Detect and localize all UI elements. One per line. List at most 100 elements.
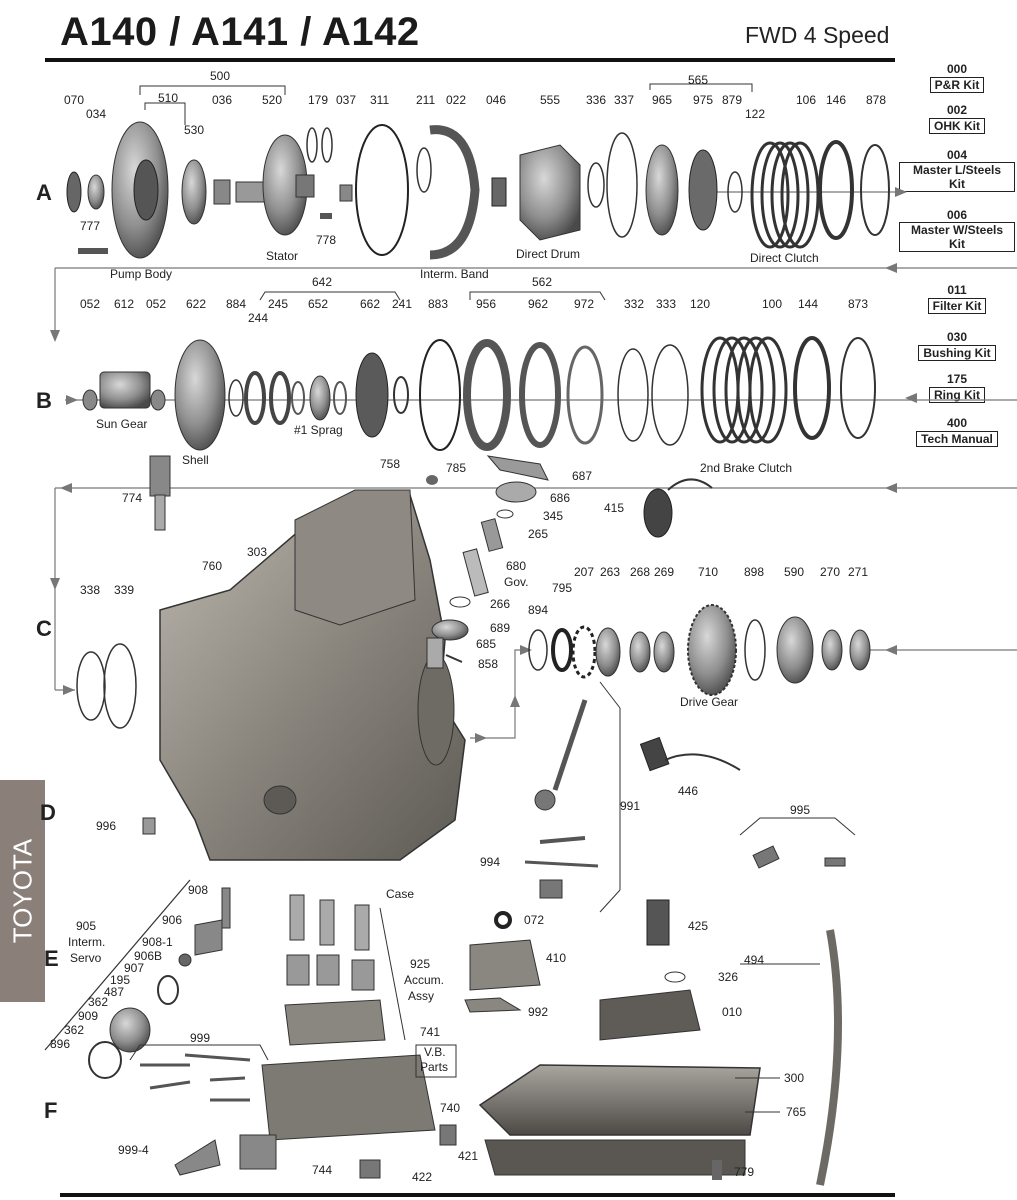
servo-bracket-line bbox=[44, 879, 191, 1051]
part-number: 686 bbox=[550, 491, 570, 505]
kit-master-w-steels[interactable]: 006 Master W/Steels Kit bbox=[898, 208, 1016, 253]
gasket-part bbox=[486, 455, 549, 481]
part-number: 906 bbox=[162, 913, 182, 927]
part-label: V.B. bbox=[424, 1045, 446, 1059]
arrow-left-icon bbox=[885, 645, 897, 655]
o-ring-part bbox=[103, 643, 137, 729]
part-number: 510 bbox=[158, 91, 178, 105]
part-number: 415 bbox=[604, 501, 624, 515]
case-port bbox=[263, 785, 297, 815]
part-name-labels: Pump Body Stator Interm. Band Direct Dru… bbox=[68, 247, 819, 1074]
servo-cover-part bbox=[88, 1041, 122, 1079]
seal-part bbox=[66, 171, 82, 213]
part-number: 144 bbox=[798, 297, 818, 311]
planetary-part bbox=[645, 144, 679, 236]
part-number: 122 bbox=[745, 107, 765, 121]
part-number: 263 bbox=[600, 565, 620, 579]
part-number: 689 bbox=[490, 621, 510, 635]
part-number: 037 bbox=[336, 93, 356, 107]
kit-ring[interactable]: 175 Ring Kit bbox=[898, 372, 1016, 404]
kit-tech-manual[interactable]: 400 Tech Manual bbox=[898, 416, 1016, 448]
ring-part bbox=[157, 975, 179, 1005]
part-number: 268 bbox=[630, 565, 650, 579]
part-label: Servo bbox=[70, 951, 102, 965]
part-number: 487 bbox=[104, 985, 124, 999]
kit-code: 011 bbox=[947, 283, 967, 297]
ring-part bbox=[818, 140, 854, 240]
kit-name: Ring Kit bbox=[929, 387, 985, 403]
linkage-part bbox=[539, 836, 586, 844]
oil-pan-base bbox=[484, 1139, 746, 1176]
part-number: 052 bbox=[146, 297, 166, 311]
part-number: 992 bbox=[528, 1005, 548, 1019]
pump-body-hub bbox=[133, 159, 159, 221]
part-number: 999-4 bbox=[118, 1143, 149, 1157]
kit-name: Bushing Kit bbox=[918, 345, 996, 361]
kit-ohk[interactable]: 002 OHK Kit bbox=[898, 103, 1016, 135]
part-number: 266 bbox=[490, 597, 510, 611]
seal-part bbox=[494, 911, 512, 929]
bushing-part bbox=[491, 177, 507, 207]
ring-part bbox=[393, 376, 409, 414]
part-number: 332 bbox=[624, 297, 644, 311]
snap-ring-part bbox=[419, 339, 461, 451]
arrow-right-icon bbox=[520, 645, 532, 655]
part-number: 245 bbox=[268, 297, 288, 311]
part-number-labels: 070 034 500 510 530 036 520 179 037 311 … bbox=[50, 69, 886, 1184]
part-number: 741 bbox=[420, 1025, 440, 1039]
part-number: 956 bbox=[476, 297, 496, 311]
kit-pr[interactable]: 000 P&R Kit bbox=[898, 62, 1016, 94]
part-number: 195 bbox=[110, 973, 130, 987]
kit-master-l-steels[interactable]: 004 Master L/Steels Kit bbox=[898, 148, 1016, 193]
kit-code: 030 bbox=[946, 330, 968, 344]
part-number: 333 bbox=[656, 297, 676, 311]
kit-bushing[interactable]: 030 Bushing Kit bbox=[898, 330, 1016, 362]
row-b-parts bbox=[82, 336, 876, 451]
bushing-part bbox=[82, 389, 98, 411]
part-number: 052 bbox=[80, 297, 100, 311]
kit-name: Tech Manual bbox=[916, 431, 998, 447]
row-letter: D bbox=[40, 800, 56, 825]
part-number: 565 bbox=[688, 73, 708, 87]
part-number: 271 bbox=[848, 565, 868, 579]
bearing-part bbox=[595, 627, 621, 677]
pump-gear-part bbox=[181, 159, 207, 225]
sensor-part bbox=[149, 455, 171, 497]
part-number: 894 bbox=[528, 603, 548, 617]
part-number: 994 bbox=[480, 855, 500, 869]
part-number: 362 bbox=[64, 1023, 84, 1037]
bearing-part bbox=[849, 629, 871, 671]
part-number: 785 bbox=[446, 461, 466, 475]
part-number: 907 bbox=[124, 961, 144, 975]
part-number: 179 bbox=[308, 93, 328, 107]
solenoid-part bbox=[646, 899, 670, 946]
2nd-brake-clutch-pack bbox=[700, 336, 788, 444]
arrow-up-icon bbox=[510, 695, 520, 707]
ring-part bbox=[228, 379, 244, 417]
part-label: Interm. Band bbox=[420, 267, 489, 281]
ring-part bbox=[664, 971, 686, 983]
part-number: 758 bbox=[380, 457, 400, 471]
arrow-down-icon bbox=[50, 578, 60, 590]
ring-part bbox=[178, 953, 192, 967]
part-number: 878 bbox=[866, 93, 886, 107]
kit-filter[interactable]: 011 Filter Kit bbox=[898, 283, 1016, 315]
part-number: 795 bbox=[552, 581, 572, 595]
planetary-part bbox=[688, 149, 718, 231]
bearing-part bbox=[821, 629, 843, 671]
bolt-part bbox=[78, 248, 108, 254]
part-number: 909 bbox=[78, 1009, 98, 1023]
part-number: 345 bbox=[543, 509, 563, 523]
part-number: 422 bbox=[412, 1170, 432, 1184]
part-number: 710 bbox=[698, 565, 718, 579]
drive-gear-part bbox=[687, 604, 737, 696]
part-number: 873 bbox=[848, 297, 868, 311]
part-number: 270 bbox=[820, 565, 840, 579]
part-label: Accum. bbox=[404, 973, 444, 987]
part-number: 555 bbox=[540, 93, 560, 107]
part-number: 779 bbox=[734, 1165, 754, 1179]
arrow-right-icon bbox=[475, 733, 487, 743]
snap-ring-part bbox=[744, 619, 766, 681]
part-number: 590 bbox=[784, 565, 804, 579]
kit-name: P&R Kit bbox=[929, 77, 985, 93]
